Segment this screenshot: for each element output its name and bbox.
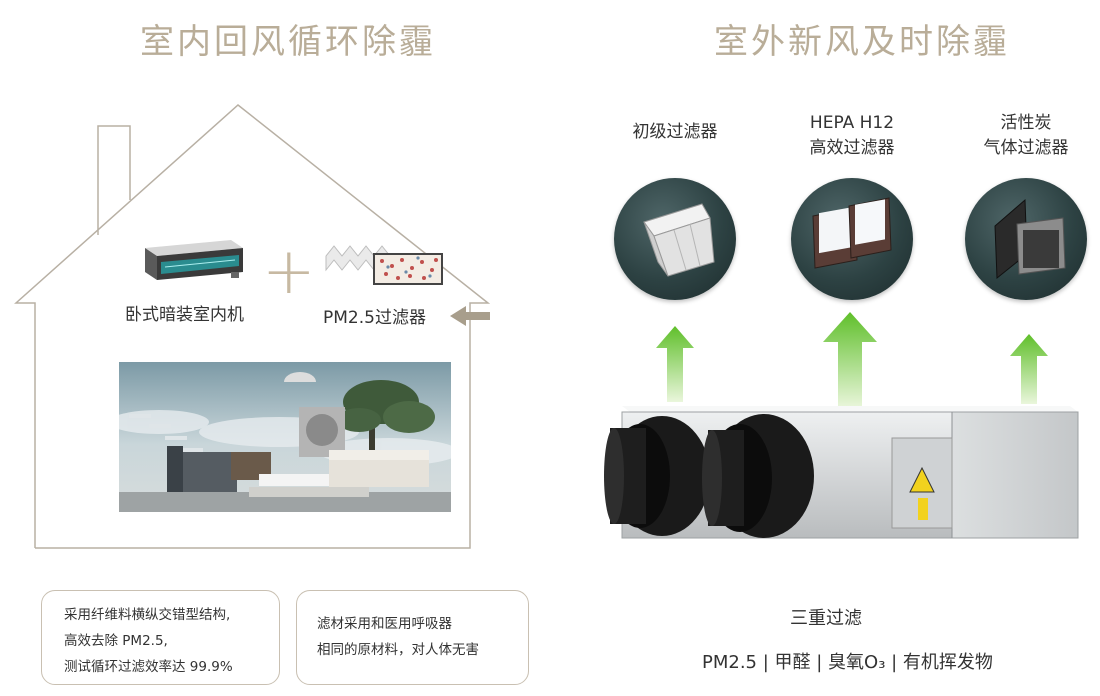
info-box-material-line1: 滤材采用和医用呼吸器 <box>317 616 452 632</box>
pm25-filter-label: PM2.5过滤器 <box>323 308 426 328</box>
green-arrow-up-icon <box>823 312 877 408</box>
indoor-unit-label: 卧式暗装室内机 <box>125 305 244 325</box>
info-box-structure: 采用纤维料横纵交错型结构, 高效去除 PM2.5, 测试循环过滤效率达 99.9… <box>41 590 280 685</box>
green-arrow-up-icon <box>656 326 694 402</box>
house-outline <box>14 104 491 549</box>
living-room-image <box>119 362 451 512</box>
info-box-material: 滤材采用和医用呼吸器 相同的原材料，对人体无害 <box>296 590 529 685</box>
left-heading: 室内回风循环除霾 <box>140 22 436 62</box>
info-box-structure-line3: 测试循环过滤效率达 99.9% <box>64 659 233 675</box>
filter-name-hepa: HEPA H12 高效过滤器 <box>809 113 895 158</box>
pm25-filter-image <box>325 245 443 285</box>
info-box-material-line2: 相同的原材料，对人体无害 <box>317 642 479 658</box>
indoor-unit-image <box>145 240 243 280</box>
info-box-structure-line2: 高效去除 PM2.5, <box>64 633 168 649</box>
filter-name-carbon: 活性炭 气体过滤器 <box>983 113 1069 158</box>
filter-name-primary: 初级过滤器 <box>632 122 718 142</box>
right-heading: 室外新风及时除霾 <box>714 22 1010 62</box>
hepa-filter-image <box>791 178 913 300</box>
triple-filter-title: 三重过滤 <box>790 608 862 629</box>
pollutant-list: PM2.5 | 甲醛 | 臭氧O₃ | 有机挥发物 <box>702 652 993 673</box>
arrow-left-icon <box>450 306 490 326</box>
primary-filter-image <box>614 178 736 300</box>
carbon-filter-image <box>965 178 1087 300</box>
plus-sign: + <box>262 235 316 309</box>
ventilation-unit-image <box>604 406 1079 539</box>
green-arrow-up-icon <box>1010 334 1048 404</box>
info-box-structure-line1: 采用纤维料横纵交错型结构, <box>64 607 231 623</box>
